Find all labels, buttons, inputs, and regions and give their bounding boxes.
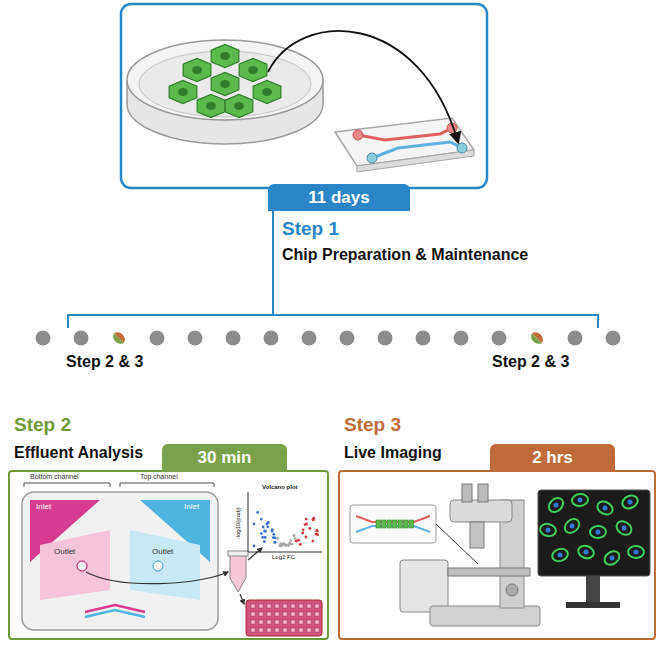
step3-panel: Step 3Live Imaging	[338, 470, 656, 640]
axis-label: -log10(padj)	[235, 507, 242, 539]
step1-frame	[121, 4, 487, 188]
channel-label: Bottom channel	[30, 473, 79, 481]
step-title: Chip Preparation & Maintenance	[282, 246, 528, 264]
day-dots	[36, 331, 621, 346]
step-heading: Step 3	[344, 414, 401, 436]
duration-label: 11 days	[308, 188, 369, 208]
timepoint-label: Step 2 & 3	[66, 353, 143, 371]
step-title: Live Imaging	[344, 444, 442, 462]
well-plate	[246, 600, 322, 636]
duration-tab: 2 hrs	[490, 444, 615, 472]
channel-label: Top channel	[140, 473, 178, 481]
chip-device	[22, 483, 218, 630]
duration-tab: 30 min	[162, 444, 287, 472]
port-label: Outlet	[152, 548, 173, 557]
petri-dish	[127, 40, 323, 144]
monitor	[538, 490, 650, 608]
volcano-plot	[248, 492, 322, 552]
duration-label: 30 min	[198, 448, 252, 468]
port-label: Inlet	[184, 503, 199, 512]
step-heading: Step 2	[14, 414, 71, 436]
plot-title: Volcano plot	[262, 484, 298, 491]
plot-arrow	[248, 548, 262, 560]
sample-tube	[228, 551, 248, 592]
axis-label: Log2 FC	[272, 554, 295, 561]
slide-chip	[350, 505, 436, 543]
sample-arrow	[86, 572, 228, 584]
step-heading: Step 1	[282, 219, 339, 240]
duration-label: 2 hrs	[532, 448, 573, 468]
timeline-bracket	[68, 315, 598, 328]
port-label: Outlet	[54, 548, 75, 557]
step-title: Effluent Analysis	[14, 444, 143, 462]
timeline-stem	[272, 211, 274, 315]
transfer-arrow	[268, 31, 458, 142]
plate-arrow	[240, 594, 244, 604]
microscope	[400, 484, 540, 626]
timepoint-label: Step 2 & 3	[492, 353, 569, 371]
port-label: Inlet	[36, 503, 51, 512]
duration-tab: 11 days	[268, 184, 410, 211]
